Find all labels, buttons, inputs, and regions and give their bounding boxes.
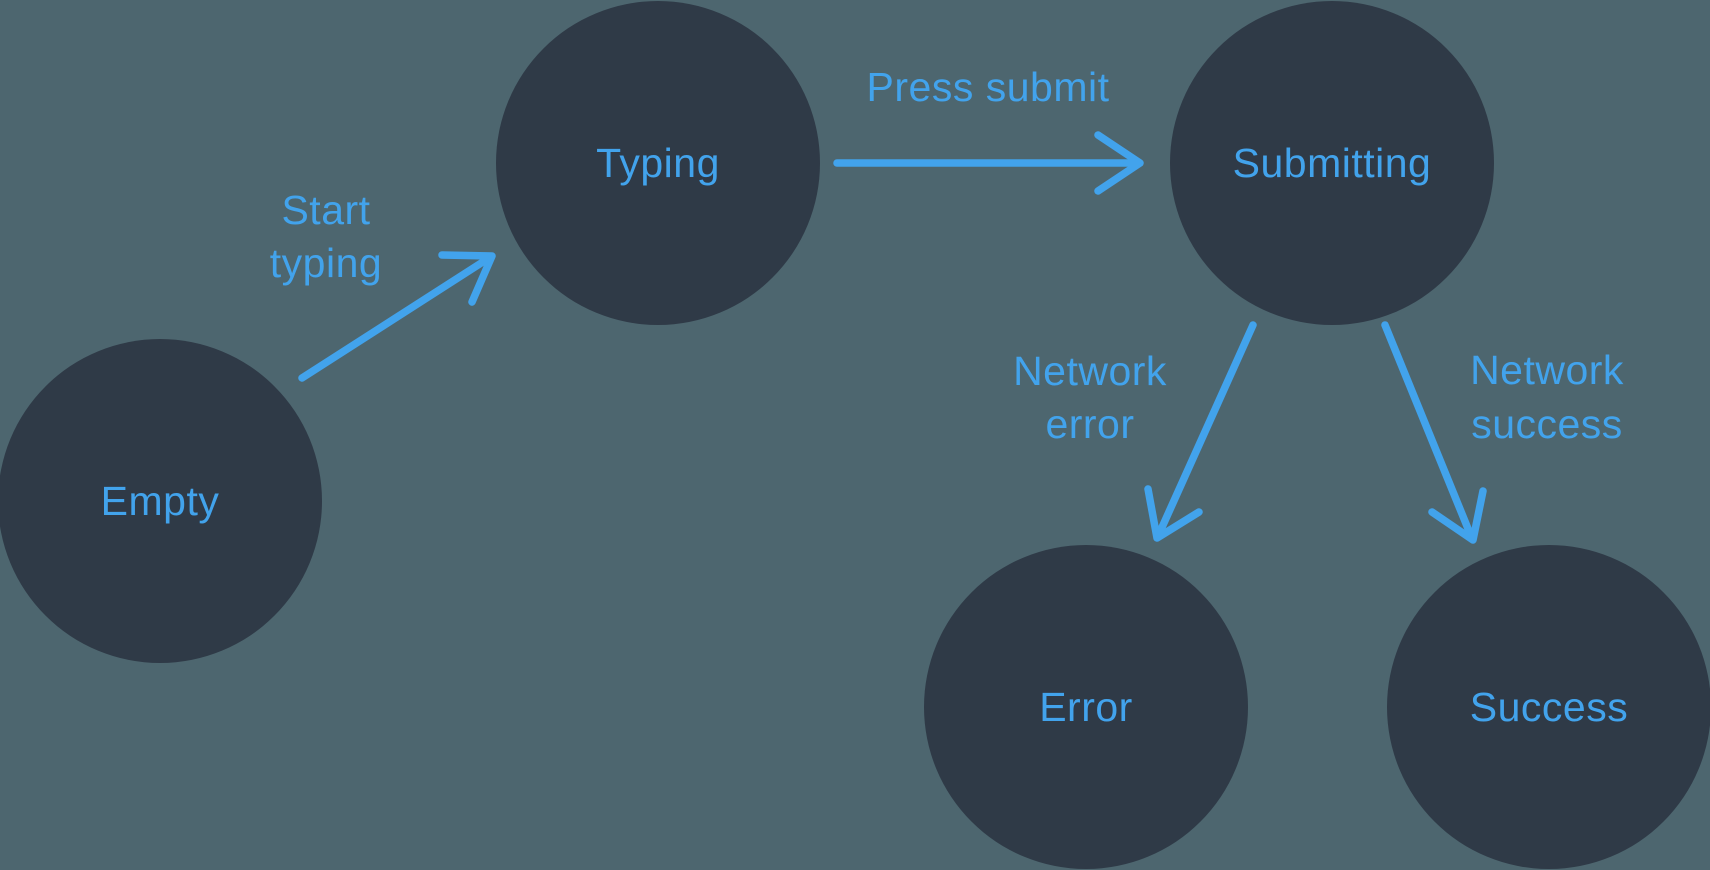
- edge-network-error-label-line1: Network: [1013, 348, 1167, 394]
- node-success: Success: [1387, 545, 1710, 869]
- edge-network-success-line: [1381, 321, 1475, 540]
- node-submitting-label: Submitting: [1233, 140, 1432, 186]
- node-submitting: Submitting: [1170, 1, 1494, 325]
- node-error: Error: [924, 545, 1248, 869]
- edge-start-typing-line: [298, 254, 493, 382]
- node-empty: Empty: [0, 339, 322, 663]
- edge-start-typing-arrowhead-icon: [438, 251, 496, 306]
- edge-network-success: Network success: [1381, 321, 1624, 544]
- edge-press-submit-label: Press submit: [867, 64, 1110, 110]
- edge-network-success-arrowhead-icon: [1428, 487, 1487, 544]
- node-success-circle: [1387, 545, 1710, 869]
- edge-start-typing-label-line1: Start: [281, 187, 370, 233]
- node-error-circle: [924, 545, 1248, 869]
- edge-network-success-label-line2: success: [1471, 401, 1623, 447]
- node-typing: Typing: [496, 1, 820, 325]
- edge-start-typing-label-line2: typing: [270, 240, 382, 286]
- edge-network-error-label-line2: error: [1045, 401, 1134, 447]
- edge-network-success-label-line1: Network: [1470, 347, 1624, 393]
- edge-network-error-line: [1155, 321, 1257, 538]
- node-success-label: Success: [1470, 684, 1628, 730]
- node-typing-circle: [496, 1, 820, 325]
- node-typing-label: Typing: [596, 140, 720, 186]
- node-empty-label: Empty: [101, 478, 220, 524]
- node-submitting-circle: [1170, 1, 1494, 325]
- edge-start-typing: Start typing: [270, 187, 496, 382]
- edge-network-error: Network error: [1013, 321, 1257, 542]
- edge-press-submit: Press submit: [833, 64, 1144, 195]
- node-empty-circle: [0, 339, 322, 663]
- edge-press-submit-arrowhead-icon: [1094, 131, 1144, 195]
- node-error-label: Error: [1039, 684, 1133, 730]
- edge-network-error-arrowhead-icon: [1144, 485, 1203, 542]
